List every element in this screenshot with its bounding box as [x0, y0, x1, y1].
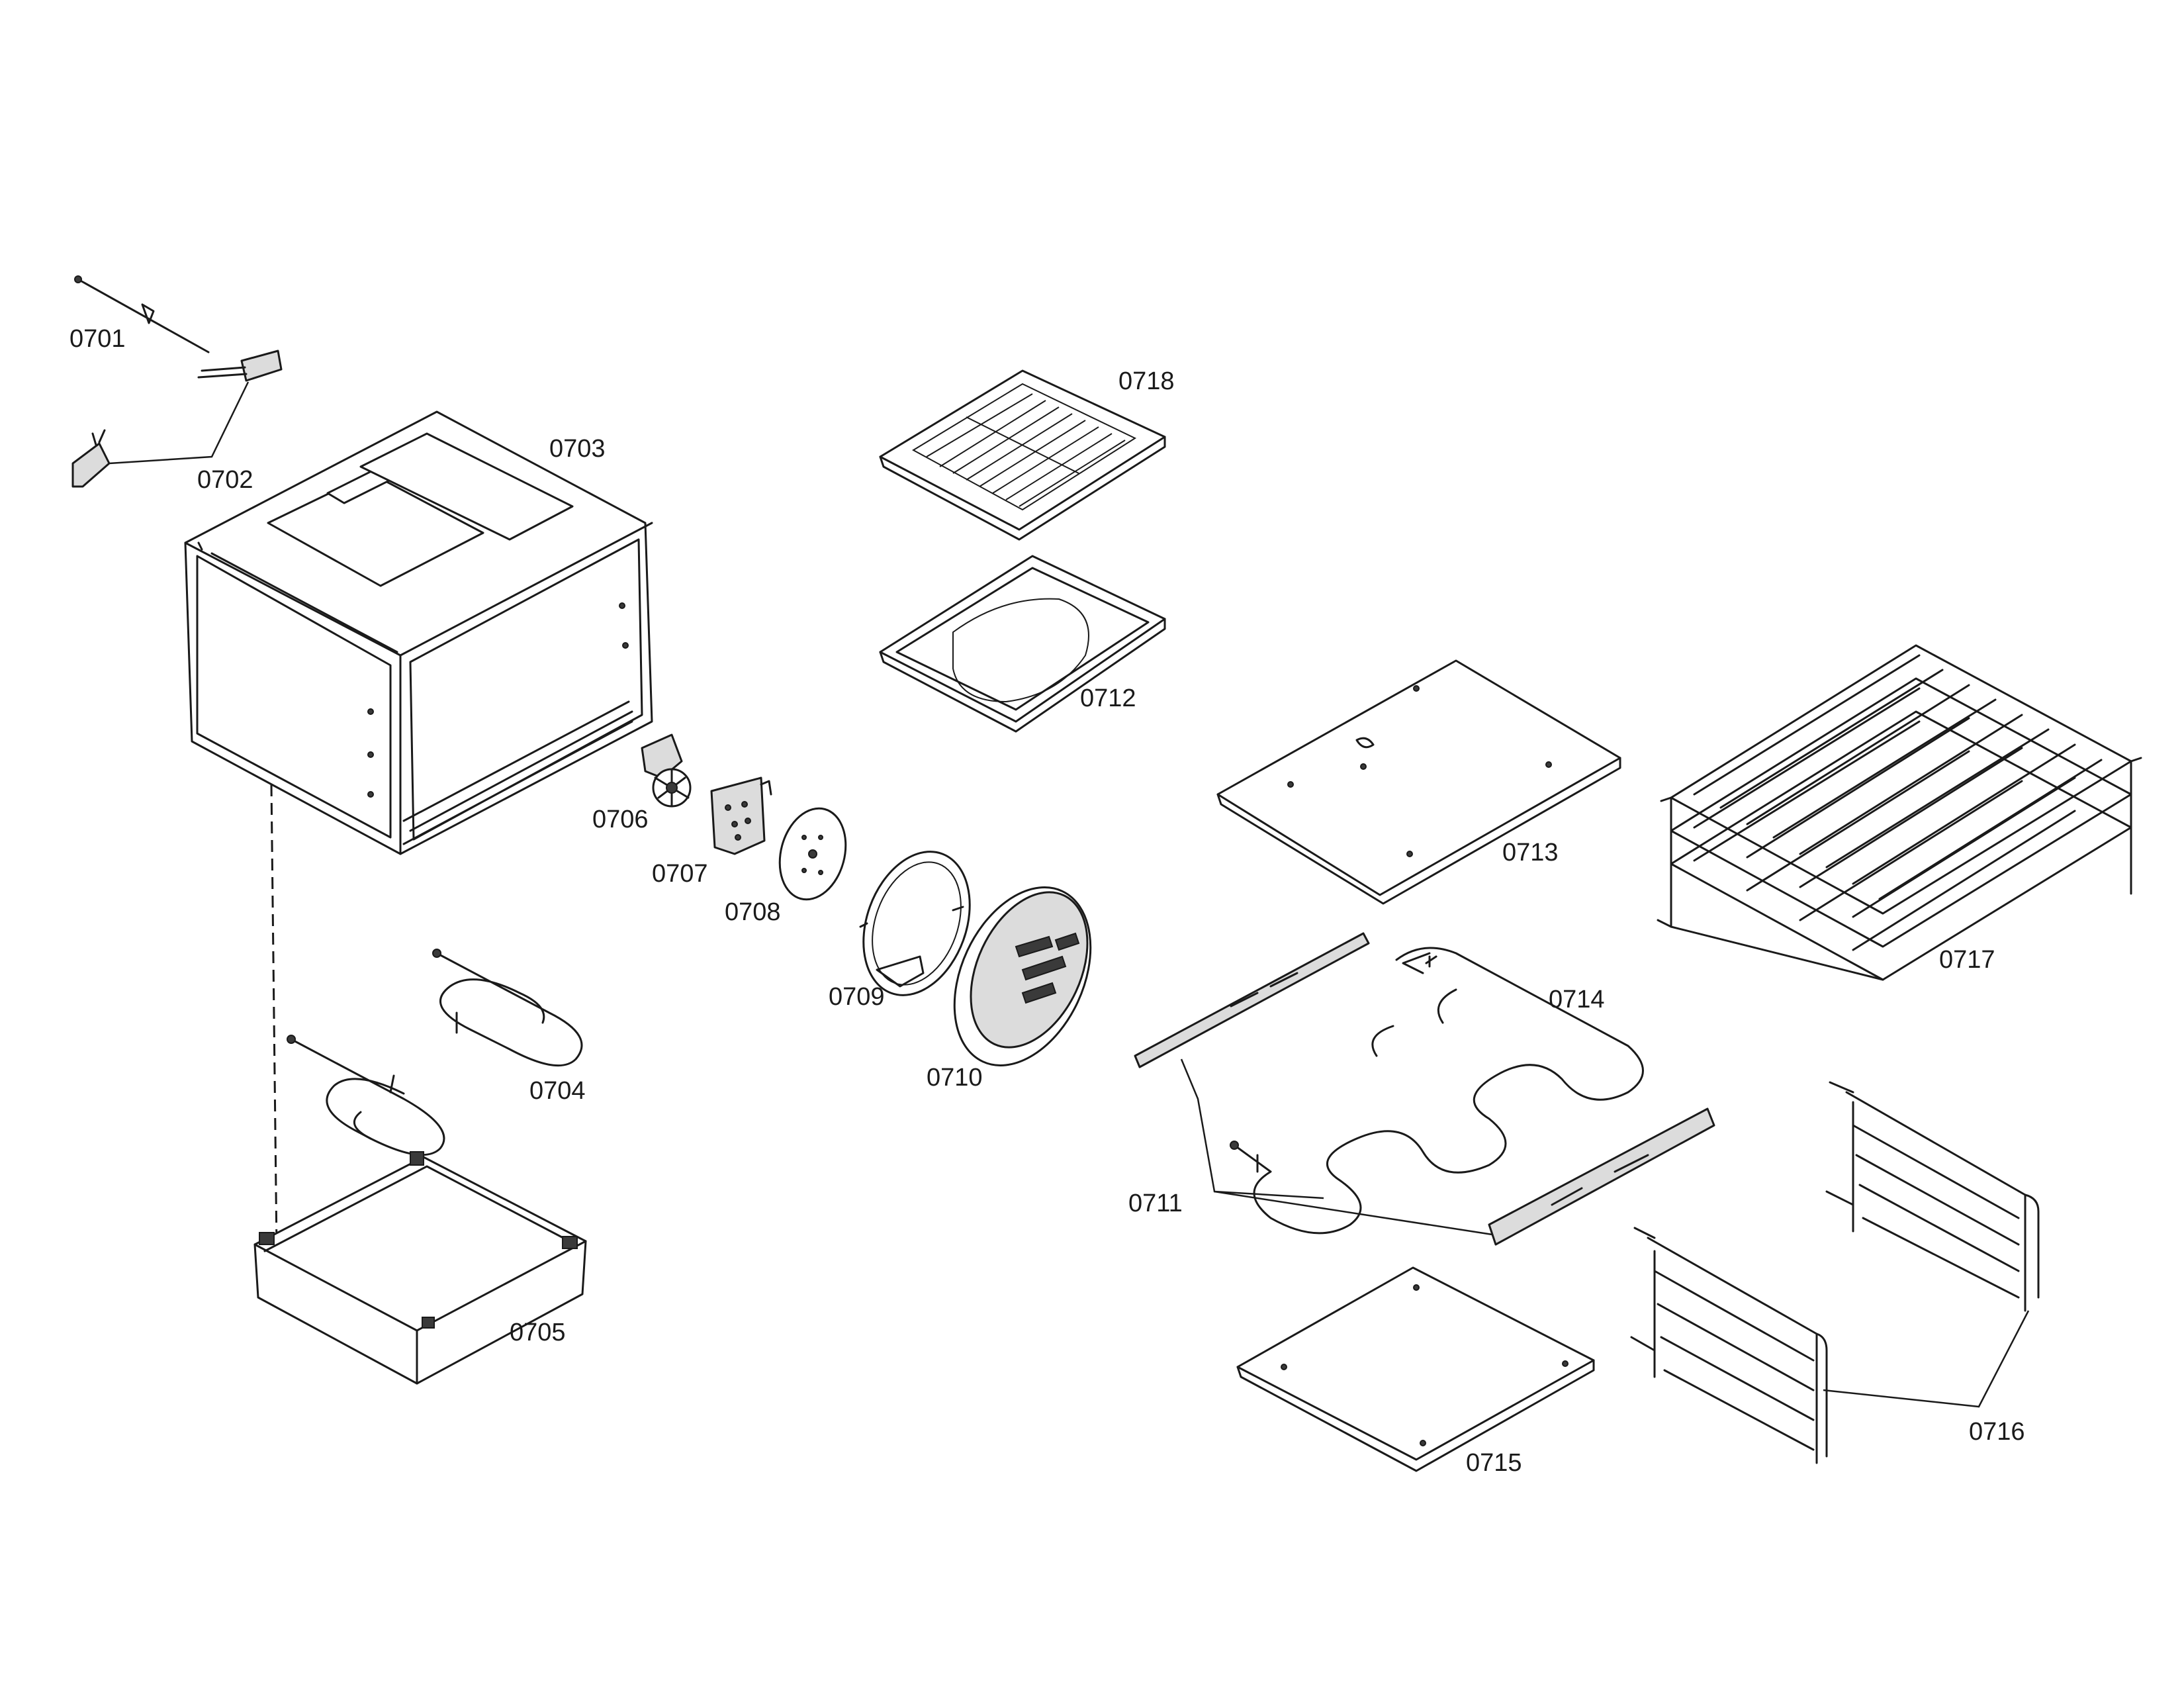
- part-oven-cavity: [184, 410, 653, 855]
- label-0713: 0713: [1502, 839, 1559, 867]
- label-0718: 0718: [1118, 367, 1175, 395]
- label-0708: 0708: [725, 898, 781, 926]
- label-0707: 0707: [652, 860, 708, 888]
- label-0714: 0714: [1549, 986, 1605, 1013]
- part-bottom-panel: [1236, 1266, 1595, 1472]
- label-0706: 0706: [592, 806, 649, 833]
- label-0702: 0702: [197, 466, 253, 494]
- part-temperature-sensor: [74, 275, 210, 353]
- part-oven-racks: [1657, 644, 2142, 981]
- label-0712: 0712: [1080, 684, 1136, 712]
- label-0704: 0704: [529, 1077, 586, 1105]
- label-0709: 0709: [829, 983, 885, 1011]
- label-0715: 0715: [1466, 1449, 1522, 1477]
- label-0701: 0701: [69, 325, 126, 353]
- part-door-lock-assembly: [71, 350, 283, 488]
- assembly-guide-line: [270, 784, 278, 1248]
- label-0717: 0717: [1939, 946, 1995, 974]
- part-bottom-tray: [253, 1151, 587, 1385]
- part-fan-cover: [953, 886, 1092, 1066]
- part-broil-pan-grid: [879, 369, 1166, 541]
- part-motor-bracket: [710, 776, 772, 855]
- label-0705: 0705: [510, 1319, 566, 1346]
- part-top-panel: [1216, 659, 1621, 905]
- part-fan-blade: [778, 807, 847, 901]
- part-convection-fan-motor: [641, 733, 692, 808]
- part-convection-element: [859, 851, 971, 996]
- label-0716: 0716: [1969, 1418, 2025, 1446]
- part-broil-pan: [879, 555, 1166, 733]
- part-side-rack-supports: [1630, 1081, 2040, 1464]
- part-bake-element: [287, 949, 583, 1156]
- label-0711: 0711: [1128, 1190, 1183, 1217]
- label-0703: 0703: [549, 435, 606, 463]
- part-broil-element: [1230, 947, 1644, 1235]
- part-element-rails: [1134, 932, 1715, 1246]
- label-0710: 0710: [927, 1064, 983, 1092]
